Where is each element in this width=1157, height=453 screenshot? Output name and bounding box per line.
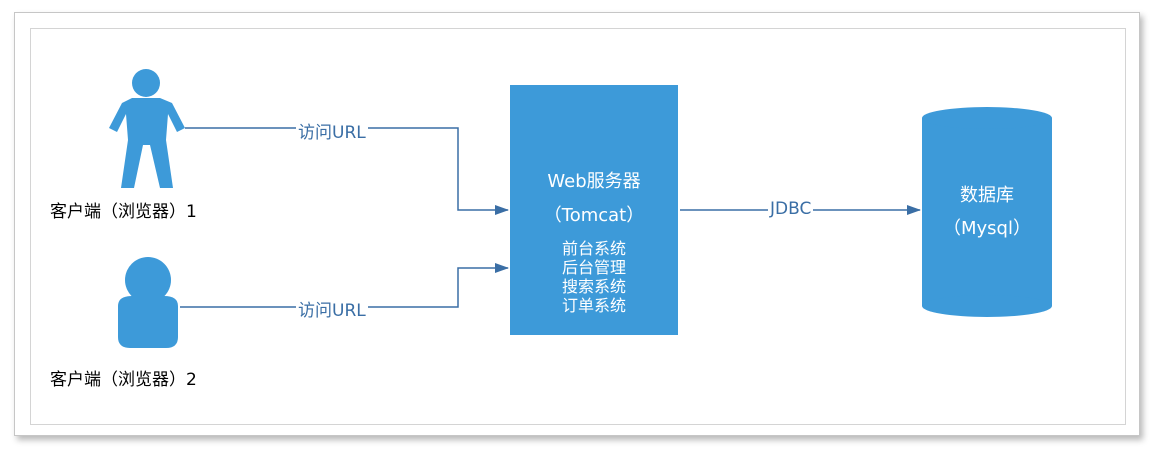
server-module: 订单系统 xyxy=(561,296,626,315)
user-avatar-icon xyxy=(118,257,178,348)
edge-client1-label: 访问URL xyxy=(296,118,368,143)
edge-db-label: JDBC xyxy=(768,199,814,219)
person-icon xyxy=(109,69,185,188)
server-title: Web服务器 xyxy=(547,171,641,192)
database-subtitle: （Mysql） xyxy=(943,218,1031,239)
database-icon xyxy=(922,107,1052,317)
server-subtitle: （Tomcat） xyxy=(543,205,645,226)
client2-label: 客户端（浏览器）2 xyxy=(50,370,197,390)
edge-client2-label: 访问URL xyxy=(296,296,368,321)
server-module: 前台系统 xyxy=(561,239,626,258)
client1-label: 客户端（浏览器）1 xyxy=(50,202,197,222)
server-module: 后台管理 xyxy=(561,258,626,277)
web-server-node: Web服务器 （Tomcat） 前台系统 后台管理 搜索系统 订单系统 xyxy=(510,85,678,335)
diagram-canvas xyxy=(30,28,1126,425)
server-module: 搜索系统 xyxy=(561,277,626,296)
database-title: 数据库 xyxy=(960,185,1014,206)
